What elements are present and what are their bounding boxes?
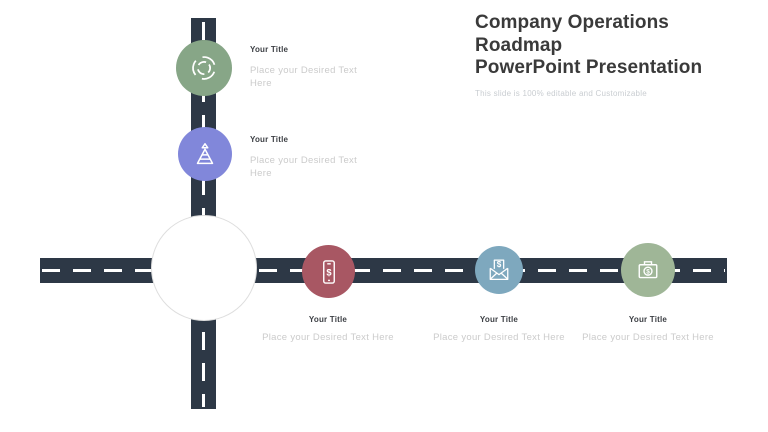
milestone-title[interactable]: Your Title bbox=[308, 315, 348, 324]
slide-subtitle: This slide is 100% editable and Customiz… bbox=[475, 88, 647, 98]
milestone-title[interactable]: Your Title bbox=[628, 315, 668, 324]
milestone-body[interactable]: Place your Desired Text Here bbox=[582, 332, 714, 343]
page-title-line-2: PowerPoint Presentation bbox=[475, 57, 703, 78]
milestone-text-3: Your Title Place your Desired Text Here bbox=[258, 315, 398, 344]
milestone-text-1: Your Title Place your Desired Text Here bbox=[250, 45, 370, 90]
milestone-text-2: Your Title Place your Desired Text Here bbox=[250, 135, 370, 180]
milestone-circle-2[interactable] bbox=[178, 127, 232, 181]
milestone-body[interactable]: Place your Desired Text Here bbox=[250, 65, 358, 89]
milestone-title[interactable]: Your Title bbox=[479, 315, 519, 324]
milestone-body[interactable]: Place your Desired Text Here bbox=[433, 332, 565, 343]
phone-dollar-icon: $ bbox=[322, 259, 335, 284]
milestone-circle-3[interactable]: $ bbox=[302, 245, 355, 298]
vertical-road-dashes bbox=[202, 22, 205, 407]
horizontal-road-dashes bbox=[42, 269, 725, 272]
svg-text:$: $ bbox=[326, 267, 332, 277]
cycle-diagram-icon bbox=[192, 56, 216, 80]
milestone-circle-4[interactable]: $ bbox=[475, 246, 523, 294]
milestone-body[interactable]: Place your Desired Text Here bbox=[250, 155, 358, 179]
milestone-body[interactable]: Place your Desired Text Here bbox=[262, 332, 394, 343]
page-title-line-1: Company Operations Roadmap bbox=[475, 12, 669, 56]
envelope-dollar-icon: $ bbox=[489, 259, 509, 280]
pyramid-icon bbox=[196, 143, 214, 165]
svg-text:$: $ bbox=[497, 260, 502, 269]
milestone-circle-1[interactable] bbox=[176, 40, 232, 96]
roundabout-circle bbox=[151, 215, 257, 321]
svg-text:$: $ bbox=[646, 269, 650, 276]
milestone-text-4: Your Title Place your Desired Text Here bbox=[429, 315, 569, 344]
camera-dollar-icon: $ bbox=[638, 261, 658, 279]
milestone-text-5: Your Title Place your Desired Text Here bbox=[578, 315, 718, 344]
milestone-circle-5[interactable]: $ bbox=[621, 243, 675, 297]
milestone-title[interactable]: Your Title bbox=[250, 135, 289, 144]
milestone-title[interactable]: Your Title bbox=[250, 45, 289, 54]
